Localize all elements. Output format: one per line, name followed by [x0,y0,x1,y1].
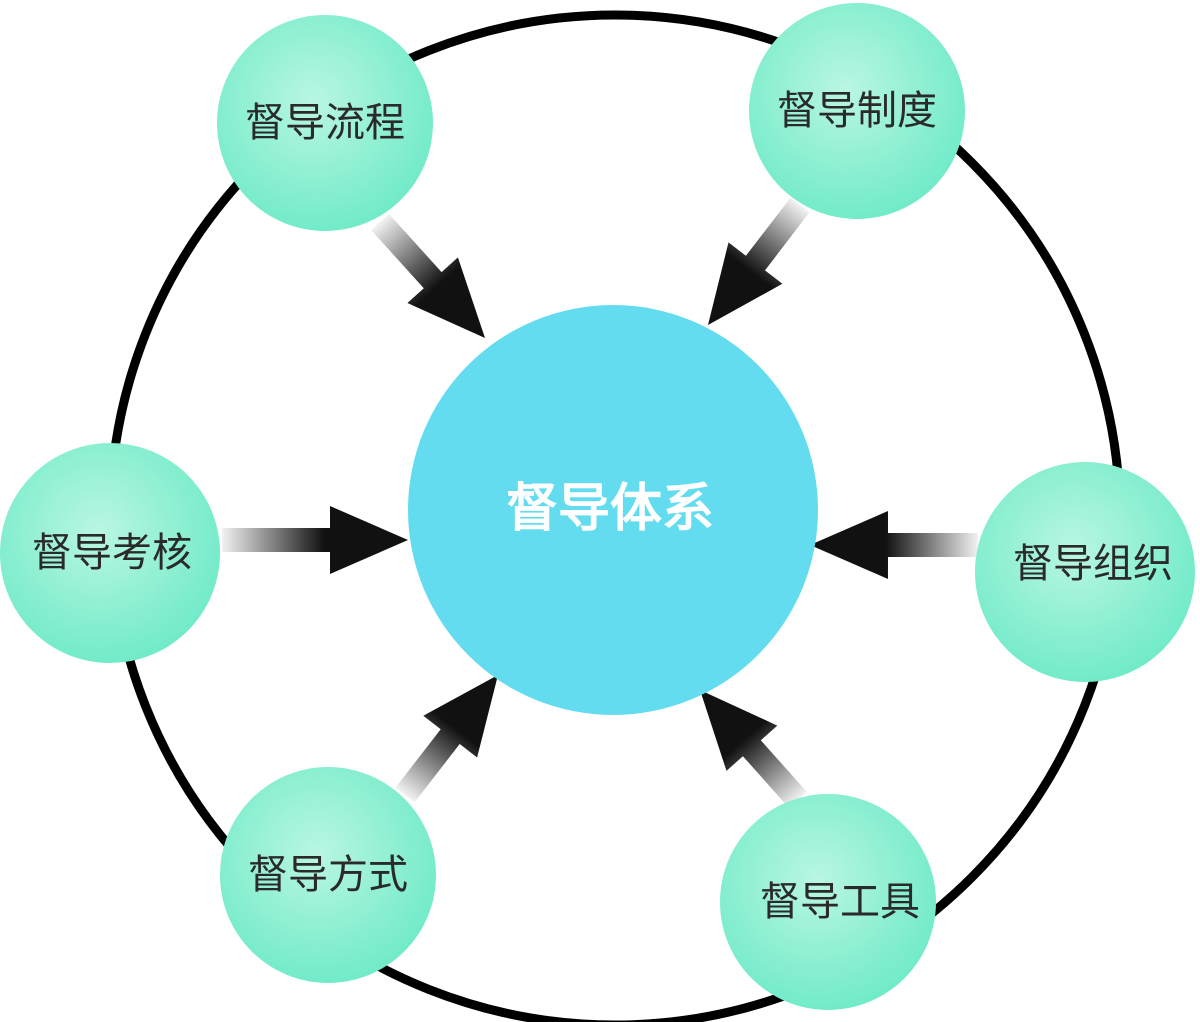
arrow-method-to-center [395,675,498,803]
satellite-method-label: 督导方式 [248,852,408,898]
satellite-assessment-circle [0,443,220,663]
satellite-tools-label: 督导工具 [760,879,920,925]
satellite-method: 督导方式 [220,767,436,983]
satellite-organization-circle [975,462,1195,682]
satellite-process-label: 督导流程 [245,100,405,146]
satellite-assessment: 督导考核 [0,443,220,663]
satellite-organization-label: 督导组织 [1013,541,1173,587]
satellite-process-circle [217,15,433,231]
center-circle [408,305,818,715]
arrow-assessment-to-center [222,506,408,574]
satellite-process: 督导流程 [217,15,433,231]
satellite-system-circle [749,3,965,219]
arrow-tools-to-center [700,690,807,808]
center-node: 督导体系 [408,305,818,715]
satellite-system-label: 督导制度 [777,88,937,134]
satellite-assessment-label: 督导考核 [32,530,192,576]
arrow-organization-to-center [810,511,978,579]
center-label: 督导体系 [506,479,714,539]
satellite-organization: 督导组织 [975,462,1195,682]
satellite-tools: 督导工具 [720,794,936,1010]
satellite-method-circle [220,767,436,983]
arrow-system-to-center [708,197,810,325]
satellite-tools-circle [720,794,936,1010]
arrow-process-to-center [371,213,485,338]
satellite-system: 督导制度 [749,3,965,219]
